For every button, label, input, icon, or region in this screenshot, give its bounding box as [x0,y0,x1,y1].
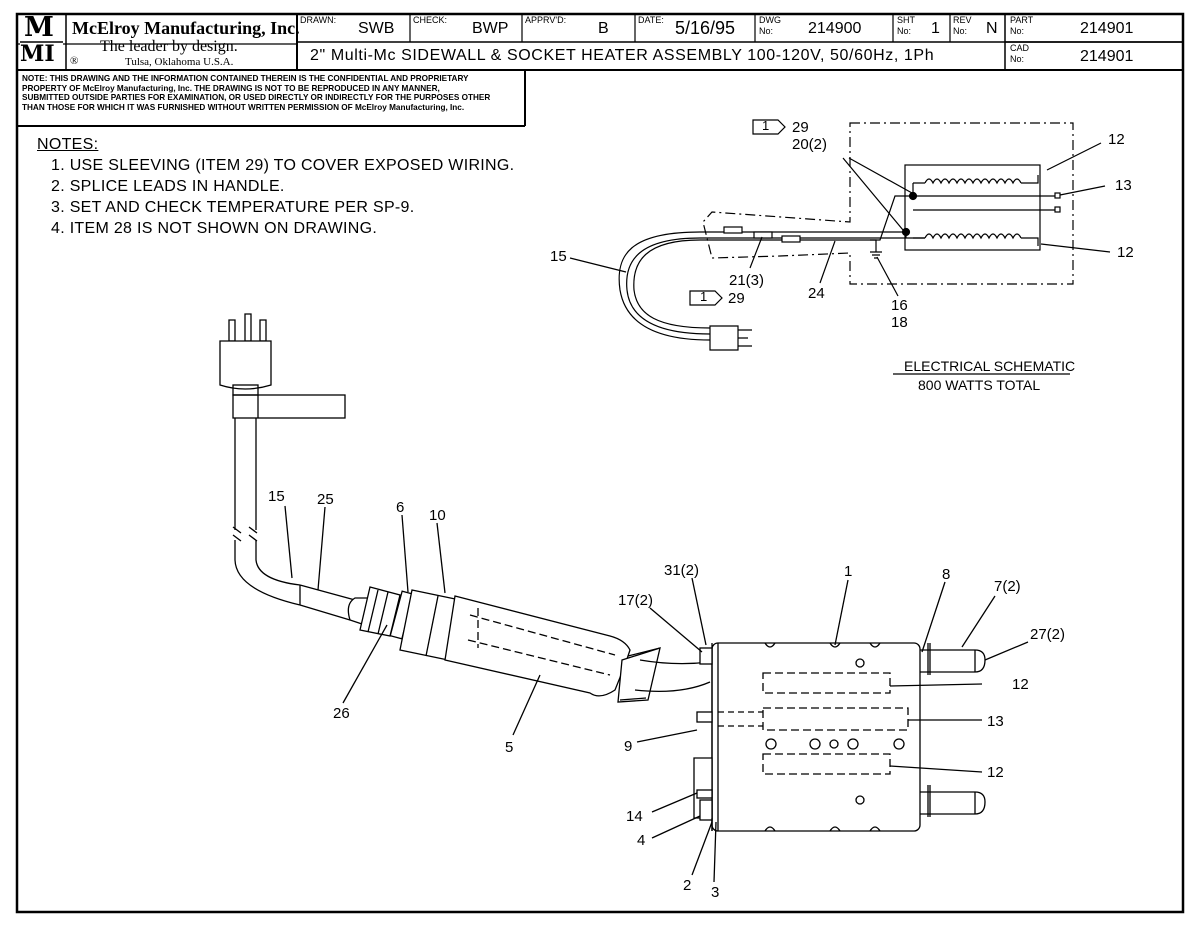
cad-label-2: No: [1010,54,1025,64]
notes-block: NOTES: 1. USE SLEEVING (ITEM 29) TO COVE… [37,134,514,239]
schematic-callout-24: 24 [808,285,825,302]
apprvd-value: B [598,20,609,37]
rev-label-2: No: [953,26,968,36]
assembly-callout-25: 25 [317,491,334,508]
assembly-heater-body [711,642,921,832]
schematic-callout-18: 18 [891,314,908,331]
sheet-border [15,12,1185,914]
schematic-upper-coil [924,178,1022,185]
company-slogan: The leader by design. [100,38,238,55]
part-label-1: PART [1010,15,1034,25]
sht-label-2: No: [897,26,912,36]
drawing-description: 2" Multi-Mc SIDEWALL & SOCKET HEATER ASS… [310,47,935,64]
schematic-callout-29: 29 [728,290,745,307]
assembly-cord [234,418,257,530]
apprvd-label: APPRV'D: [525,15,567,25]
confidential-note-line-3: SUBMITTED OUTSIDE PARTIES FOR EXAMINATIO… [22,93,491,103]
schematic-callout-29: 29 [792,119,809,136]
rev-label-1: REV [953,15,972,25]
assembly-plug-prongs [228,313,267,342]
part-label-2: No: [1010,26,1025,36]
note-item: 2. SPLICE LEADS IN HANDLE. [51,178,285,195]
schematic-callout-20: 20(2) [792,136,828,153]
confidential-note-line-1: NOTE: THIS DRAWING AND THE INFORMATION C… [22,74,469,83]
assembly-callout-31: 31(2) [664,562,700,579]
schematic-callout-15: 15 [550,248,567,265]
sht-value: 1 [931,20,940,37]
confidential-note-line-2: PROPERTY OF McElroy Manufacturing, Inc. … [22,83,440,93]
schematic-callout-12: 12 [1108,131,1125,148]
schematic-subtitle: 800 WATTS TOTAL [918,377,1041,393]
assembly-callout-8: 8 [942,566,951,583]
assembly-callout-27: 27(2) [1030,626,1066,643]
cad-label-1: CAD [1010,43,1030,53]
assembly-callout-2: 2 [683,877,692,894]
assembly-callout-5: 5 [505,739,514,756]
assembly-callout-26: 26 [333,705,350,722]
drawn-value: SWB [358,20,395,37]
mmi-logo [20,17,63,67]
title-block-grid [17,14,1183,127]
company-location: Tulsa, Oklahoma U.S.A. [125,56,234,68]
note-item: 1. USE SLEEVING (ITEM 29) TO COVER EXPOS… [51,157,515,174]
flag-note-number: 1 [762,118,770,133]
assembly-callout-6: 6 [396,499,405,516]
logo-bottom-letters: MI [20,41,55,67]
schematic-title: ELECTRICAL SCHEMATIC [904,358,1076,374]
part-number: 214901 [1080,20,1134,37]
date-value: 5/16/95 [675,18,736,38]
sht-label-1: SHT [897,15,915,25]
schematic-callout-12: 12 [1117,244,1134,261]
schematic-housing-outline [702,122,1074,285]
schematic-plug [709,325,752,351]
schematic-cord [618,231,711,341]
assembly-callout-7: 7(2) [994,578,1021,595]
assembly-callout-4: 4 [637,832,646,849]
schematic-callout-21: 21(3) [729,272,765,289]
assembly-callout-9: 9 [624,738,633,755]
assembly-callout-3: 3 [711,884,720,901]
registered-mark: ® [70,55,79,67]
check-label: CHECK: [413,15,448,25]
note-item: 4. ITEM 28 IS NOT SHOWN ON DRAWING. [51,220,378,237]
rev-value: N [986,20,998,37]
logo-top-letter: M [24,12,54,43]
assembly-callout-10: 10 [429,507,446,524]
assembly-cord-clip [232,394,346,419]
assembly-callout-12: 12 [1012,676,1029,693]
flag-note-number: 1 [700,289,708,304]
company-name: McElroy Manufacturing, Inc. [72,18,300,38]
assembly-callout-1: 1 [844,563,853,580]
date-label: DATE: [638,15,664,25]
heater-assembly [219,313,1029,883]
confidential-note: NOTE: THIS DRAWING AND THE INFORMATION C… [22,74,522,112]
dwg-label-2: No: [759,26,774,36]
assembly-callout-13: 13 [987,713,1004,730]
electrical-schematic [569,119,1111,375]
assembly-callout-12: 12 [987,764,1004,781]
check-value: BWP [472,20,509,37]
assembly-callout-17: 17(2) [618,592,654,609]
schematic-lower-coil [924,233,1022,240]
dwg-label-1: DWG [759,15,781,25]
drawn-label: DRAWN: [300,15,337,25]
assembly-plug-body [219,340,272,390]
assembly-callout-14: 14 [626,808,643,825]
note-item: 3. SET AND CHECK TEMPERATURE PER SP-9. [51,199,415,216]
assembly-callout-15: 15 [268,488,285,505]
schematic-heater-box [904,164,1041,251]
notes-heading: NOTES: [37,136,99,153]
cad-number: 214901 [1080,48,1134,65]
schematic-callout-13: 13 [1115,177,1132,194]
dwg-value: 214900 [808,20,862,37]
confidential-note-line-4: THAN THOSE FOR WHICH IT WAS FURNISHED WI… [22,102,465,112]
schematic-callout-16: 16 [891,297,908,314]
